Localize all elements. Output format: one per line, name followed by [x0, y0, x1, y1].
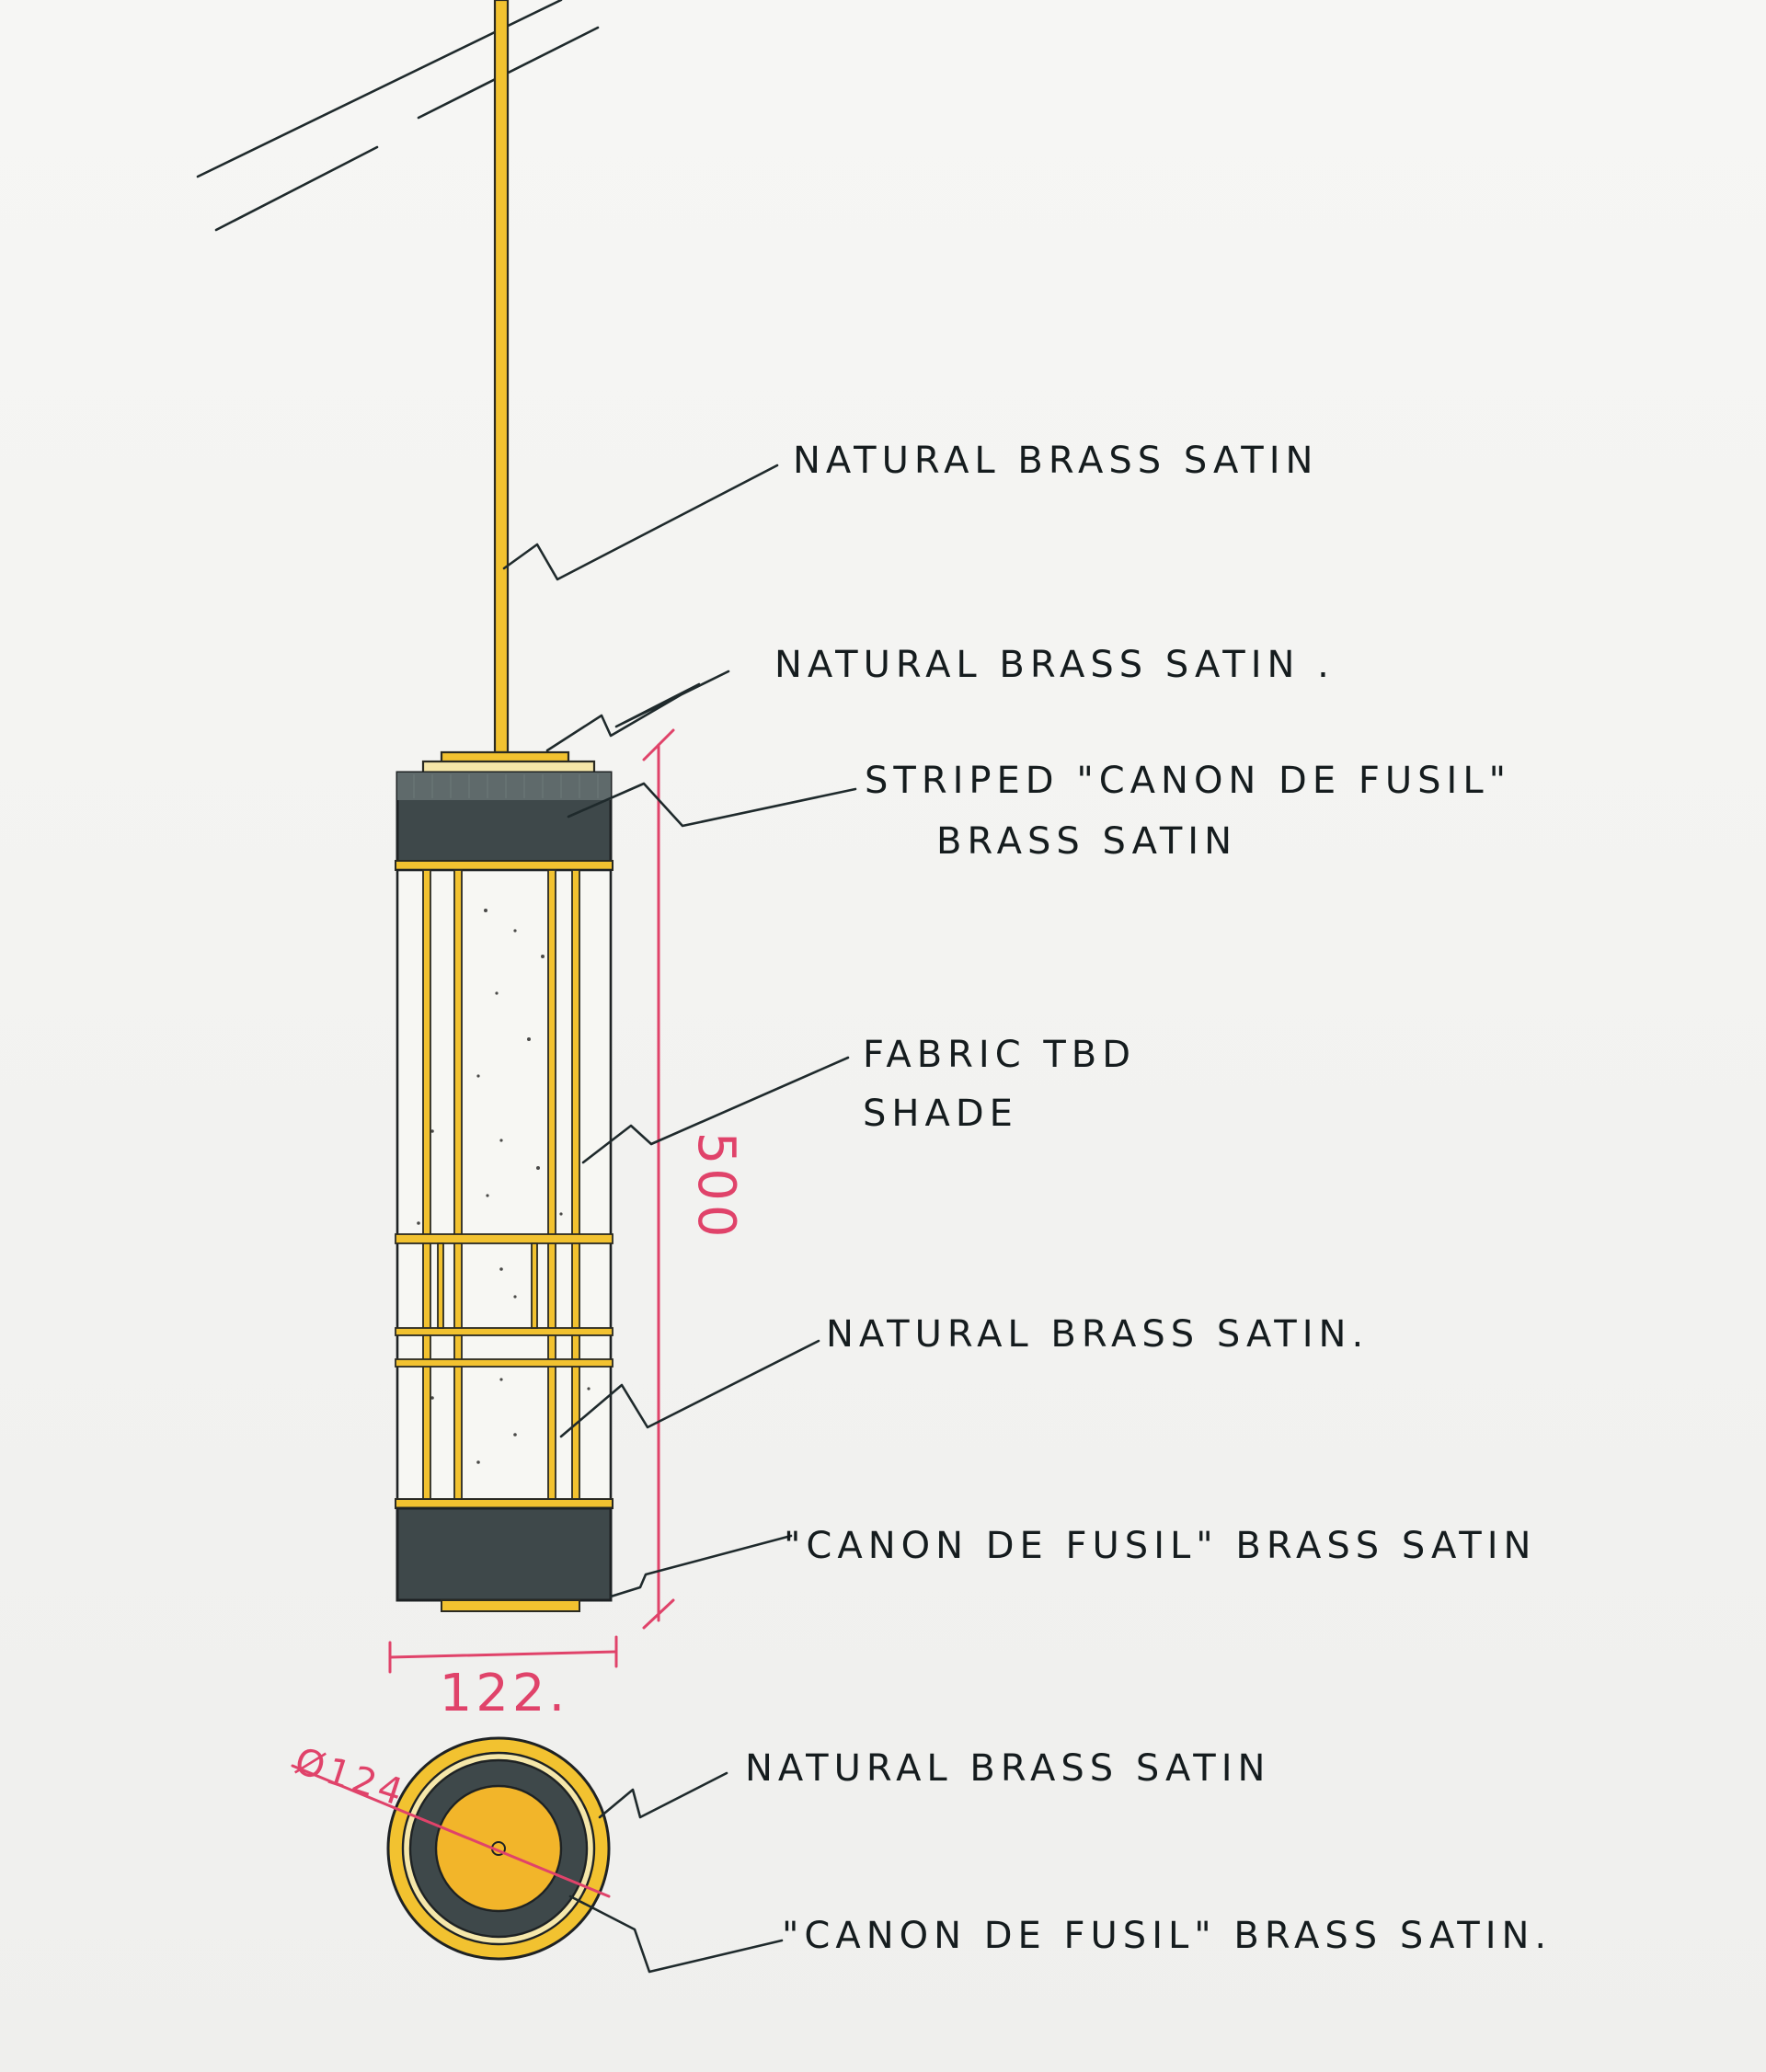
label-bottom-band: "CANON DE FUSIL" BRASS SATIN: [784, 1525, 1536, 1567]
bottom-band: [395, 1498, 614, 1612]
width-value: 122.: [440, 1664, 569, 1723]
annotations: NATURAL BRASS SATIN NATURAL BRASS SATIN …: [745, 440, 1552, 1957]
label-plan-outer: NATURAL BRASS SATIN: [745, 1747, 1270, 1790]
suspension-rod: [493, 0, 510, 754]
width-dimension: 122.: [388, 1635, 618, 1723]
height-dimension: 500: [642, 728, 746, 1630]
leader-top-band: [567, 782, 857, 828]
plan-view: Ø124: [290, 1736, 611, 1961]
label-rod: NATURAL BRASS SATIN: [793, 440, 1318, 482]
leader-rod: [502, 464, 779, 581]
leader-plan-inner: [568, 1895, 784, 1974]
leader-bottom-band: [609, 1534, 793, 1598]
label-shade-line1: FABRIC TBD: [863, 1034, 1136, 1076]
label-top-band-line1: STRIPED "CANON DE FUSIL": [865, 760, 1511, 802]
top-cap: [421, 750, 596, 776]
height-value: 500: [686, 1132, 746, 1242]
leader-lines: [502, 464, 857, 1974]
leader-shade: [581, 1056, 850, 1164]
label-frame: NATURAL BRASS SATIN.: [826, 1313, 1369, 1356]
leader-frame: [559, 1339, 820, 1438]
leader-plan-outer: [598, 1771, 728, 1819]
diameter-value: Ø124: [290, 1740, 411, 1815]
label-top-band-line2: BRASS SATIN: [936, 820, 1237, 863]
top-band: [395, 771, 614, 871]
label-shade-line2: SHADE: [863, 1093, 1018, 1135]
label-plan-inner: "CANON DE FUSIL" BRASS SATIN.: [782, 1915, 1552, 1957]
leader-cap: [545, 670, 730, 752]
ceiling-break-lines: [196, 0, 600, 232]
label-cap: NATURAL BRASS SATIN .: [774, 644, 1335, 686]
